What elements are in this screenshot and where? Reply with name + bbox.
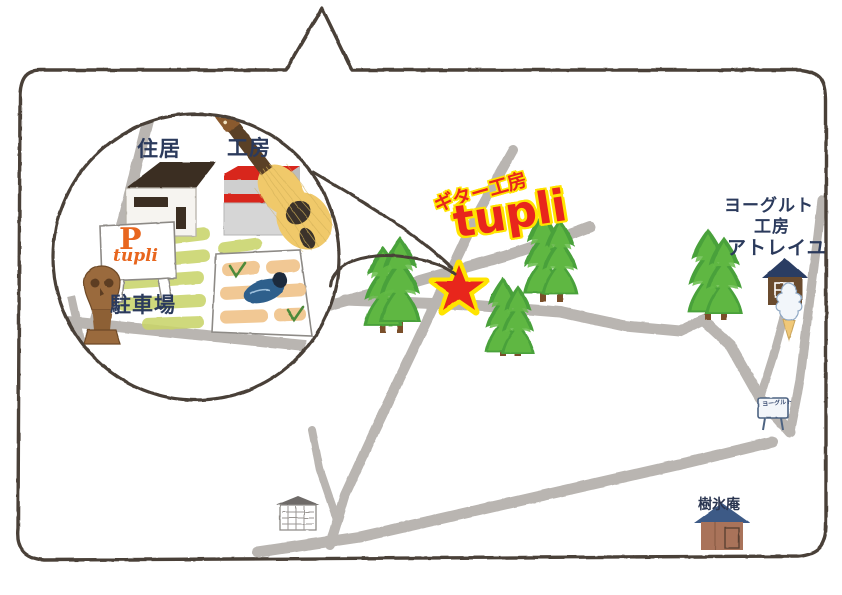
roadside-signboard-icon[interactable] [757,397,789,431]
road-network [252,145,827,558]
tree-group-right [687,228,743,320]
owl-statue-icon [83,265,121,345]
tree-center [484,276,535,356]
juhyoan-house-icon[interactable] [694,503,750,550]
star-marker[interactable] [428,259,490,316]
magnifier-contents [53,114,339,400]
tree-group-left [363,236,421,333]
vegetable-field-icon [211,249,313,337]
tree-group-upper-right [523,211,579,302]
acoustic-guitar-icon [213,114,335,253]
magnifier-ring [51,112,341,402]
callout-connector [311,170,457,288]
map-frame [16,6,828,562]
soft-serve-ice-cream-icon [775,282,803,342]
bus-shelter-icon [276,496,320,531]
